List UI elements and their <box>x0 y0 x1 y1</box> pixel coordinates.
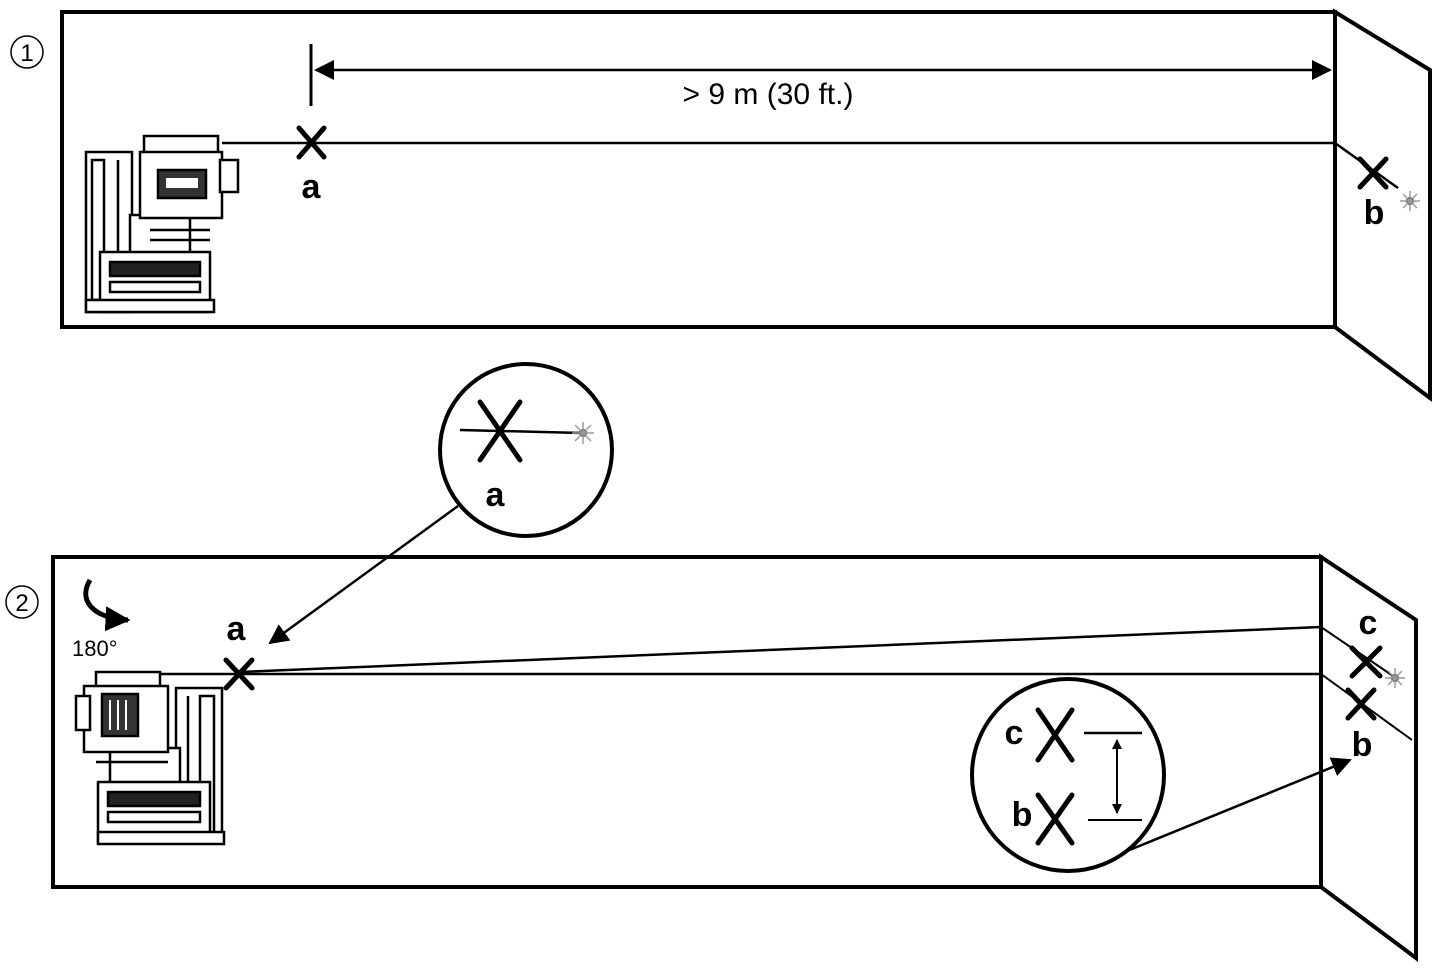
laser-dot-icon <box>572 422 594 444</box>
mark-b-cross <box>1345 687 1377 721</box>
room-side-wall <box>1333 8 1432 402</box>
zoom-mark-a-cross <box>477 399 523 463</box>
step-2-number: 2 <box>15 590 28 617</box>
zoom-mark-a-label: a <box>486 476 506 514</box>
zoom-callout-cb: c b <box>970 677 1352 873</box>
step-2-panel: 2 180° a c b <box>5 362 1418 962</box>
zoom-pointer-arrow <box>1126 757 1352 853</box>
mark-c-cross <box>1349 645 1383 679</box>
laser-level-icon <box>74 670 226 846</box>
zoom-mark-b-label: b <box>1012 796 1033 834</box>
room-back-wall <box>60 10 1337 329</box>
mark-c-label: c <box>1359 604 1378 642</box>
zoom-pointer-arrow <box>268 504 459 645</box>
laser-beam-deviated <box>239 625 1322 674</box>
mark-a-cross <box>223 657 255 691</box>
mark-b-cross <box>1357 156 1389 190</box>
mark-a-label: a <box>227 610 247 648</box>
zoom-callout-a: a <box>268 362 614 645</box>
zoom-mark-c-cross <box>1035 707 1075 763</box>
laser-level-icon <box>84 134 240 314</box>
room-side-wall <box>1319 553 1418 962</box>
laser-dot-icon <box>1385 668 1405 688</box>
mark-b-label: b <box>1352 726 1373 764</box>
zoom-mark-c-label: c <box>1005 714 1024 752</box>
rotation-label: 180° <box>72 636 118 661</box>
distance-label: > 9 m (30 ft.) <box>683 78 854 111</box>
step-1-number: 1 <box>20 40 33 67</box>
mark-a-cross <box>296 125 327 160</box>
step-1-badge <box>10 35 44 69</box>
mark-a-label: a <box>302 168 322 206</box>
laser-dot-icon <box>1400 191 1420 211</box>
rotate-arrow-icon <box>83 578 131 632</box>
zoom-mark-b-cross <box>1035 792 1075 846</box>
mark-b-label: b <box>1364 194 1385 232</box>
step-2-badge <box>5 585 39 619</box>
step-1-panel: 1 > 9 m (30 ft.) a b <box>10 8 1432 402</box>
